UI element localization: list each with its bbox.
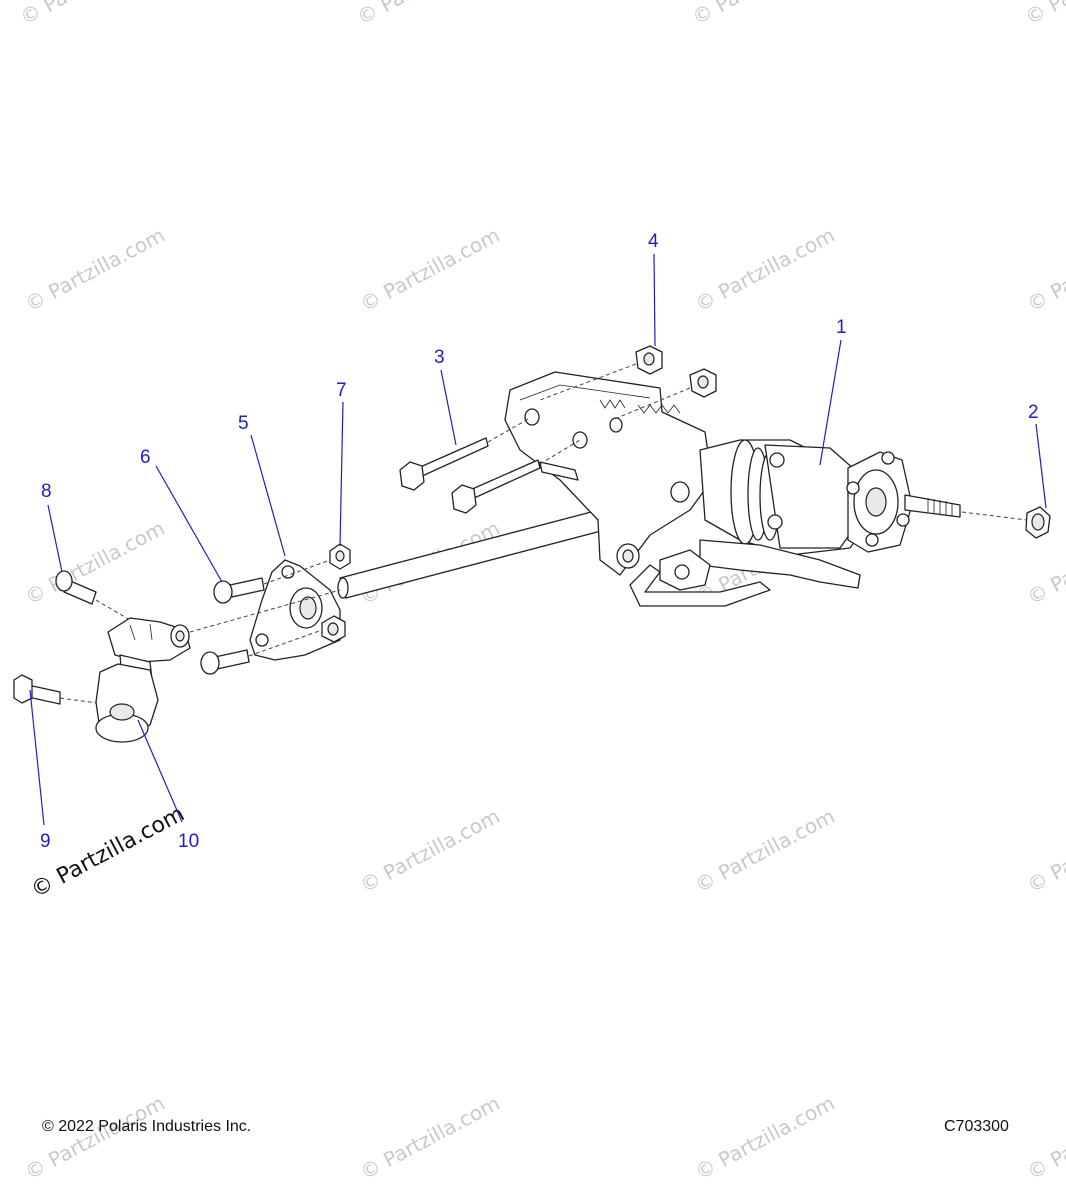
watermark: © Partzilla.com <box>353 0 501 29</box>
watermark-primary: © Partzilla.com <box>27 802 189 904</box>
assembly-line <box>189 589 341 633</box>
callout-10[interactable]: 10 <box>178 831 199 852</box>
callout-leaders <box>29 253 1047 826</box>
callout-labels: 1 2 3 4 5 6 7 8 9 10 <box>40 231 1039 852</box>
watermark: © Partzilla.com <box>1021 0 1066 29</box>
flange-bearing <box>249 559 341 661</box>
watermark: © Partzilla.com <box>21 1091 169 1185</box>
watermark: © Partzilla.com <box>1023 804 1066 898</box>
callout-9[interactable]: 9 <box>40 831 51 852</box>
callout-3[interactable]: 3 <box>434 347 445 368</box>
flange-bolt-upper <box>213 577 265 604</box>
watermark: © Partzilla.com <box>691 1091 839 1185</box>
bolt-lower <box>451 459 541 514</box>
washer-nut-upper <box>635 345 663 375</box>
flange-bolt-lower <box>200 649 250 675</box>
figure-code: C703300 <box>944 1118 1009 1135</box>
watermark: © Partzilla.com <box>16 0 164 29</box>
universal-joint <box>95 617 191 743</box>
watermark: © Partzilla.com <box>691 223 839 317</box>
assembly-line <box>248 629 323 657</box>
steering-column-assembly <box>504 371 961 607</box>
assembly-line <box>539 363 637 401</box>
callout-8[interactable]: 8 <box>41 481 52 502</box>
watermark: © Partzilla.com <box>356 223 504 317</box>
assembly-line <box>487 417 531 443</box>
callout-6[interactable]: 6 <box>140 447 151 468</box>
watermark: © Partzilla.com <box>21 223 169 317</box>
callout-7[interactable]: 7 <box>336 380 347 401</box>
callout-5[interactable]: 5 <box>238 413 249 434</box>
watermark: © Partzilla.com <box>1023 1091 1066 1185</box>
watermark: © Partzilla.com <box>356 1091 504 1185</box>
assembly-line <box>263 559 331 585</box>
assembly-line <box>611 387 691 421</box>
watermark: © Partzilla.com <box>688 0 836 29</box>
bolt-upper <box>399 437 489 491</box>
watermark: © Partzilla.com <box>1023 223 1066 317</box>
flange-nut-lower <box>321 615 346 643</box>
assembly-line <box>95 599 131 621</box>
copyright-notice: © 2022 Polaris Industries Inc. <box>42 1118 252 1135</box>
watermark: © Partzilla.com <box>356 804 504 898</box>
assembly-line <box>539 439 581 465</box>
watermark: © Partzilla.com <box>691 804 839 898</box>
pinch-bolt-lower <box>13 674 61 705</box>
watermark-layer: © Partzilla.com © Partzilla.com © Partzi… <box>16 0 1066 1184</box>
callout-4[interactable]: 4 <box>648 231 659 252</box>
washer-nut-lower <box>689 368 717 398</box>
assembly-line <box>961 511 1028 521</box>
nut <box>1025 506 1051 539</box>
callout-2[interactable]: 2 <box>1028 402 1039 423</box>
pinch-bolt-upper <box>55 570 97 605</box>
flange-nut-upper <box>329 543 351 570</box>
callout-1[interactable]: 1 <box>836 317 847 338</box>
